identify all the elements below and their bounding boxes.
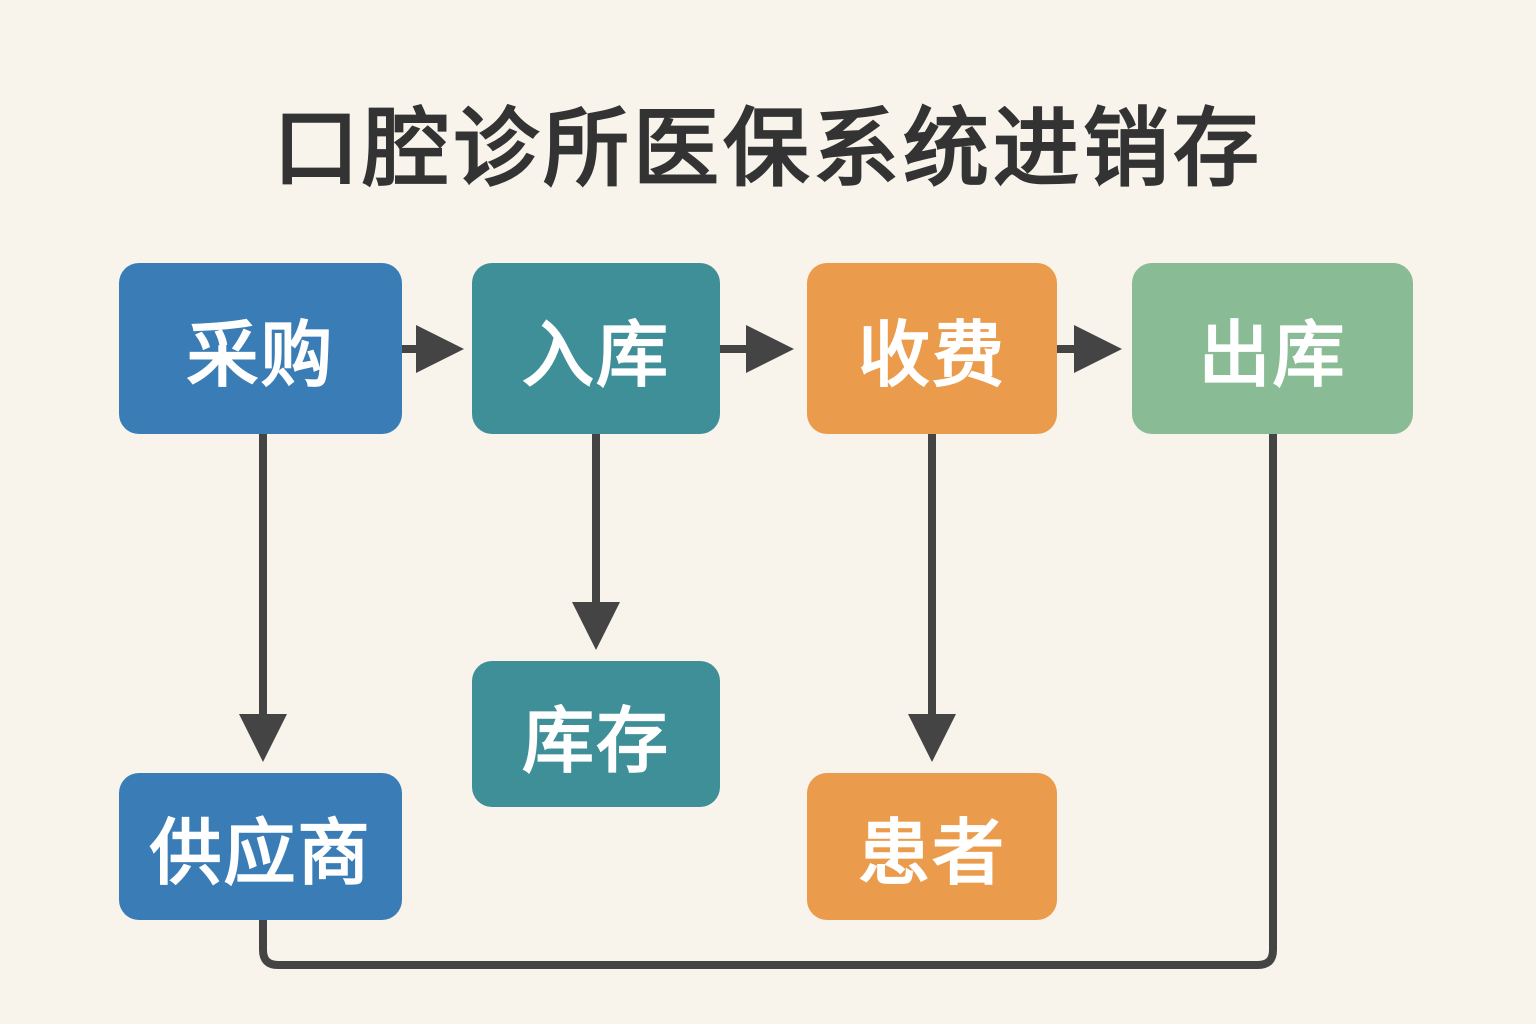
line-out-to-supplier [259,434,1277,969]
node-warehouse-in[interactable]: 入库 [472,263,720,434]
node-charge[interactable]: 收费 [807,263,1057,434]
node-warehouse-out[interactable]: 出库 [1132,263,1413,434]
node-supplier[interactable]: 供应商 [119,773,402,920]
node-inventory[interactable]: 库存 [472,661,720,807]
node-purchase[interactable]: 采购 [119,263,402,434]
node-patient[interactable]: 患者 [807,773,1057,920]
page-title: 口腔诊所医保系统进销存 [273,99,1263,199]
